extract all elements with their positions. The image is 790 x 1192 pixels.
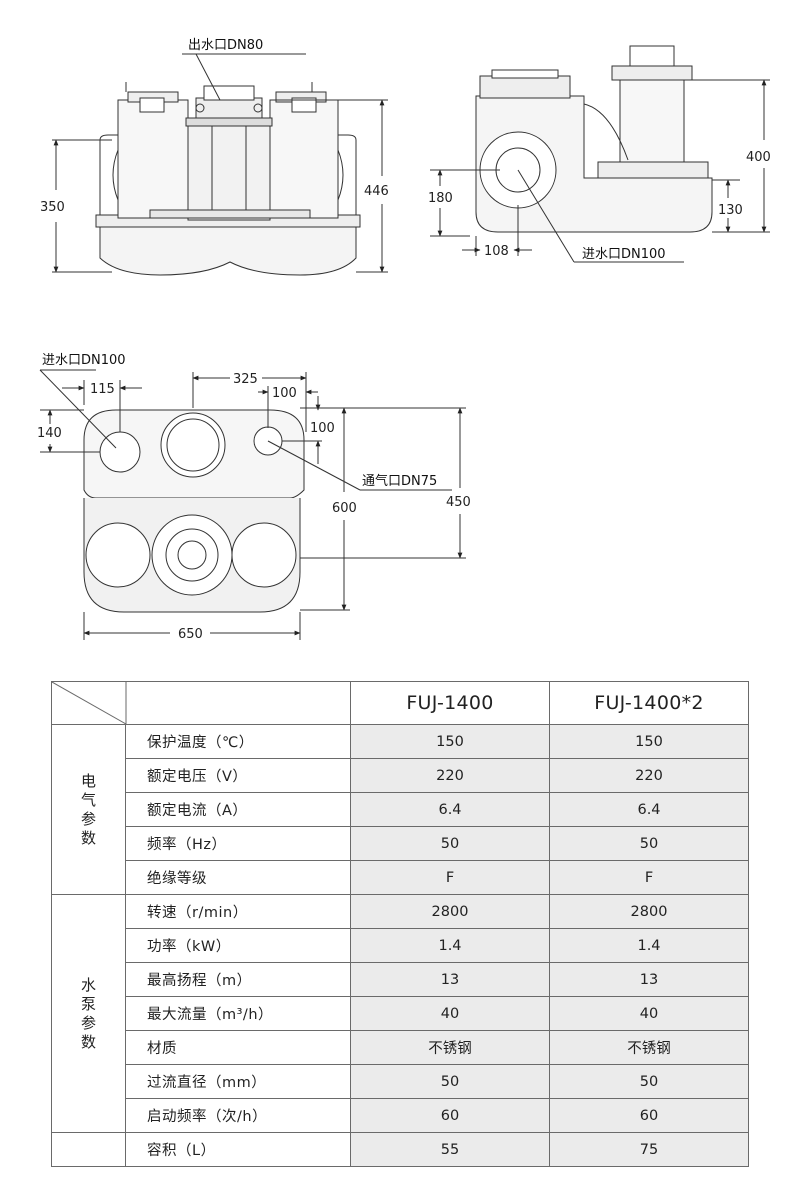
table-row: 过流直径（mm） 50 50 [52, 1064, 749, 1099]
value-cell: 不锈钢 [549, 1030, 749, 1065]
param-cell: 最高扬程（m） [125, 962, 351, 997]
table-row: 最大流量（m³/h） 40 40 [52, 996, 749, 1031]
value-cell: 2800 [549, 894, 749, 929]
table-row: 最高扬程（m） 13 13 [52, 962, 749, 997]
value-cell: 50 [350, 826, 550, 861]
value-cell: 150 [549, 724, 749, 759]
side-height-400: 400 [746, 150, 771, 165]
value-cell: F [549, 860, 749, 895]
front-height-350: 350 [40, 200, 65, 215]
param-cell: 功率（kW） [125, 928, 351, 963]
top-inlet-offset-115: 115 [90, 382, 115, 397]
side-inlet-offset-108: 108 [484, 244, 509, 259]
value-cell: 40 [350, 996, 550, 1031]
value-cell: 50 [549, 826, 749, 861]
top-spacing-325: 325 [233, 372, 258, 387]
model-header-1: FUJ-1400 [350, 681, 550, 725]
param-cell: 最大流量（m³/h） [125, 996, 351, 1031]
value-cell: 50 [549, 1064, 749, 1099]
value-cell: 1.4 [350, 928, 550, 963]
param-cell: 材质 [125, 1030, 351, 1065]
top-dimensions [39, 369, 466, 640]
param-cell: 绝缘等级 [125, 860, 351, 895]
value-cell: 13 [350, 962, 550, 997]
table-row: 功率（kW） 1.4 1.4 [52, 928, 749, 963]
table-corner-cell [51, 681, 351, 725]
param-cell: 过流直径（mm） [125, 1064, 351, 1099]
value-cell: 2800 [350, 894, 550, 929]
category-cell [51, 1132, 126, 1167]
param-cell: 转速（r/min） [125, 894, 351, 929]
side-base-height-130: 130 [718, 203, 743, 218]
param-cell: 额定电压（V） [125, 758, 351, 793]
technical-drawings: 出水口DN80 350 446 40 [37, 38, 771, 642]
param-cell: 保护温度（℃） [125, 724, 351, 759]
value-cell: 不锈钢 [350, 1030, 550, 1065]
category-cell: 电气参数 [51, 724, 126, 895]
top-depth-600: 600 [332, 501, 357, 516]
top-width-650: 650 [178, 627, 203, 642]
table-row: 额定电压（V） 220 220 [52, 758, 749, 793]
value-cell: 55 [350, 1132, 550, 1167]
side-view [475, 45, 713, 233]
table-row: 水泵参数 转速（r/min） 2800 2800 [51, 894, 749, 1133]
front-view [95, 82, 361, 276]
spec-table: FUJ-1400 FUJ-1400*2 电气参数 保护温度（℃） 150 150… [51, 681, 749, 1167]
top-inlet-label: 进水口DN100 [42, 353, 126, 368]
table-header-row: FUJ-1400 FUJ-1400*2 [51, 681, 749, 725]
value-cell: 60 [549, 1098, 749, 1133]
table-row: 频率（Hz） 50 50 [52, 826, 749, 861]
front-height-446: 446 [364, 184, 389, 199]
model-header-2: FUJ-1400*2 [549, 681, 749, 725]
table-row: 启动频率（次/h） 60 60 [52, 1098, 749, 1133]
side-inlet-label: 进水口DN100 [582, 247, 666, 262]
value-cell: 220 [549, 758, 749, 793]
table-row: 额定电流（A） 6.4 6.4 [52, 792, 749, 827]
side-dimensions [430, 79, 770, 263]
param-cell: 频率（Hz） [125, 826, 351, 861]
front-outlet-label: 出水口DN80 [188, 38, 263, 53]
value-cell: 50 [350, 1064, 550, 1099]
top-spacing-100-vertical: 100 [310, 421, 335, 436]
table-row: 绝缘等级 F F [52, 860, 749, 895]
top-view [83, 409, 305, 613]
value-cell: 13 [549, 962, 749, 997]
param-cell: 启动频率（次/h） [125, 1098, 351, 1133]
corner-diagonal [52, 682, 127, 724]
table-row: 容积（L） 55 75 [51, 1132, 749, 1167]
value-cell: 75 [549, 1132, 749, 1167]
value-cell: 6.4 [350, 792, 550, 827]
value-cell: 1.4 [549, 928, 749, 963]
top-spacing-100-horizontal: 100 [272, 386, 297, 401]
top-vent-label: 通气口DN75 [362, 473, 437, 489]
table-row: 材质 不锈钢 不锈钢 [52, 1030, 749, 1065]
side-inlet-height-180: 180 [428, 191, 453, 206]
value-cell: 40 [549, 996, 749, 1031]
top-inlet-height-140: 140 [37, 426, 62, 441]
value-cell: 6.4 [549, 792, 749, 827]
table-row: 电气参数 保护温度（℃） 150 150 [51, 724, 749, 895]
front-dimensions [52, 53, 388, 273]
value-cell: 150 [350, 724, 550, 759]
category-cell: 水泵参数 [51, 894, 126, 1133]
value-cell: 220 [350, 758, 550, 793]
value-cell: F [350, 860, 550, 895]
param-cell: 容积（L） [125, 1132, 351, 1167]
top-depth-450: 450 [446, 495, 471, 510]
value-cell: 60 [350, 1098, 550, 1133]
param-cell: 额定电流（A） [125, 792, 351, 827]
